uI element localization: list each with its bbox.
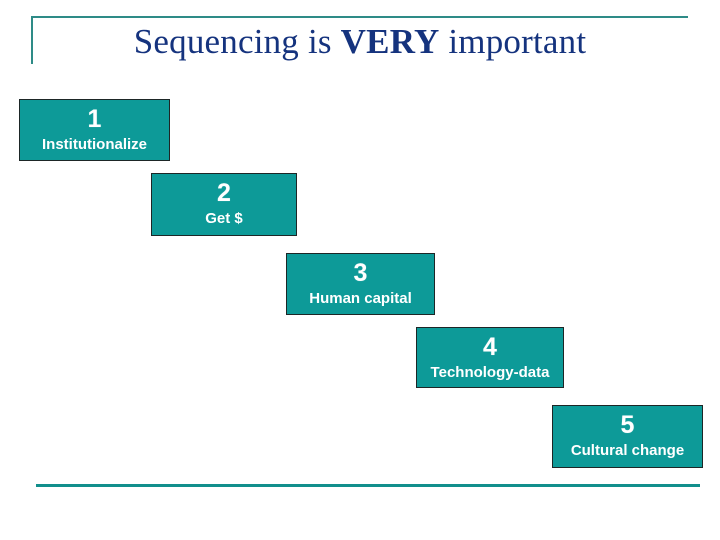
step-box-4[interactable]: 4 Technology-data bbox=[416, 327, 564, 388]
step-number-2: 2 bbox=[217, 179, 231, 207]
step-label-4: Technology-data bbox=[430, 364, 550, 381]
step-label-2: Get $ bbox=[205, 210, 243, 227]
step-number-5: 5 bbox=[620, 411, 635, 439]
step-box-5[interactable]: 5 Cultural change bbox=[552, 405, 703, 468]
title-left-rule bbox=[31, 16, 33, 64]
step-label-1: Institutionalize bbox=[42, 136, 147, 153]
title-top-rule bbox=[31, 16, 688, 18]
step-box-1[interactable]: 1 Institutionalize bbox=[19, 99, 170, 161]
step-box-2[interactable]: 2 Get $ bbox=[151, 173, 297, 236]
step-number-4: 4 bbox=[483, 333, 497, 361]
step-number-1: 1 bbox=[87, 105, 102, 133]
page-title-prefix: Sequencing is bbox=[133, 22, 341, 61]
page-title: Sequencing is VERY important bbox=[40, 20, 680, 64]
footer-rule bbox=[36, 484, 700, 487]
page-title-suffix: important bbox=[439, 22, 587, 61]
step-box-3[interactable]: 3 Human capital bbox=[286, 253, 435, 315]
page-title-emphasis: VERY bbox=[340, 22, 440, 61]
step-number-3: 3 bbox=[353, 259, 368, 287]
step-label-3: Human capital bbox=[309, 290, 412, 307]
step-label-5: Cultural change bbox=[570, 442, 685, 459]
